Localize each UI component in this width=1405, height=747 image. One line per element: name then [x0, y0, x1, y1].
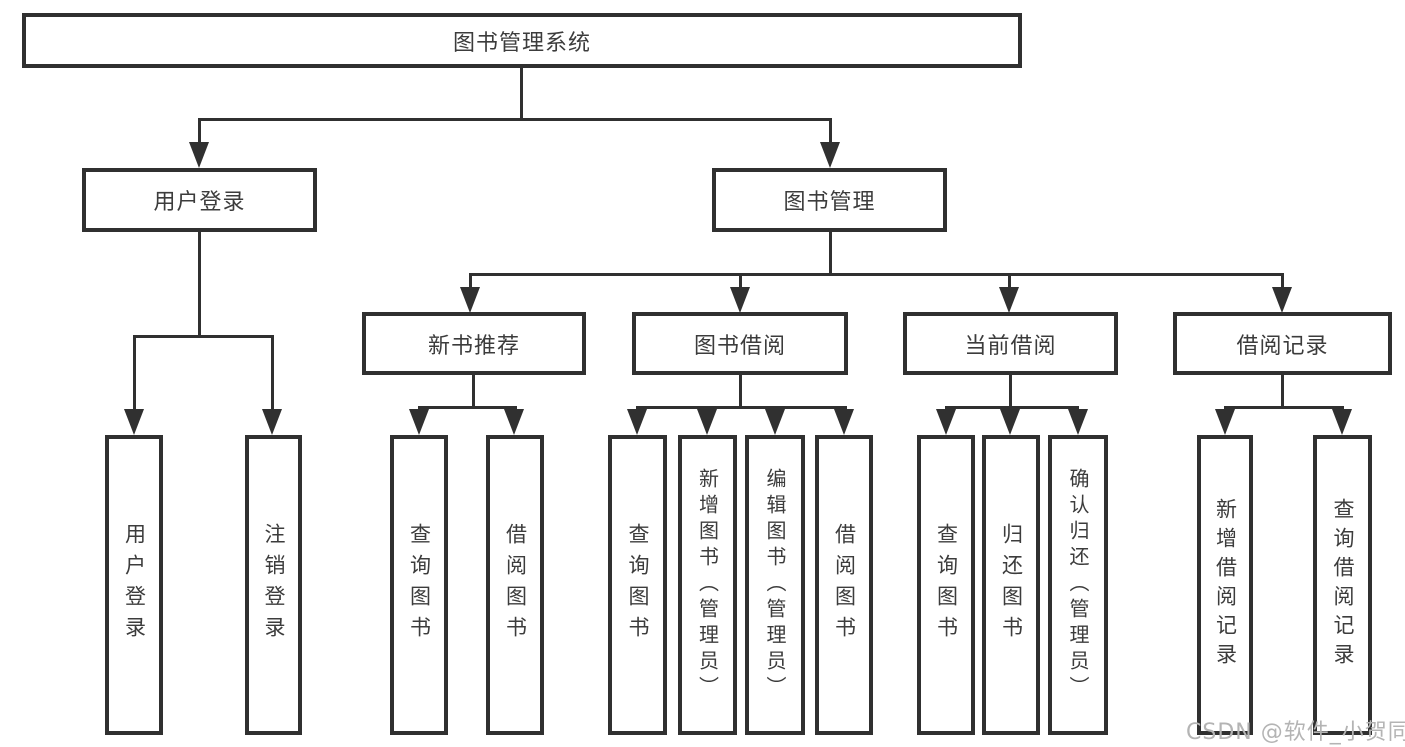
arrow-down-icon — [1068, 409, 1088, 435]
connector-to-borrow-records — [1281, 273, 1284, 289]
leaf-nb-query-books: 查询图书 — [390, 435, 448, 735]
arrow-down-icon — [460, 287, 480, 313]
arrow-down-icon — [504, 409, 524, 435]
arrow-down-icon — [262, 409, 282, 435]
csdn-watermark: CSDN @软件_小贺同学 — [1186, 720, 1405, 745]
arrow-down-icon — [409, 409, 429, 435]
arrow-down-icon — [999, 287, 1019, 313]
leaf-bb-edit-books-admin: 编辑图书（管理员） — [745, 435, 805, 735]
connector-user-login-bar — [133, 335, 274, 338]
connector-bb-bar — [636, 406, 847, 409]
node-current-borrow: 当前借阅 — [903, 312, 1118, 375]
leaf-nb-borrow-books: 借阅图书 — [486, 435, 544, 735]
leaf-cb-return-books: 归还图书 — [982, 435, 1040, 735]
connector-to-book-management — [829, 118, 832, 146]
arrow-down-icon — [1215, 409, 1235, 435]
arrow-down-icon — [189, 142, 209, 168]
leaf-cb-query-books: 查询图书 — [917, 435, 975, 735]
arrow-down-icon — [627, 409, 647, 435]
node-user-login: 用户登录 — [82, 168, 317, 232]
connector-to-user-login — [198, 118, 201, 146]
connector-book-mgmt-bar — [469, 273, 1284, 276]
connector-to-leaf-logout — [271, 335, 274, 413]
connector-nb-stem — [472, 375, 475, 409]
arrow-down-icon — [697, 409, 717, 435]
leaf-br-add-record: 新增借阅记录 — [1197, 435, 1253, 735]
leaf-logout: 注销登录 — [245, 435, 302, 735]
node-book-management: 图书管理 — [712, 168, 947, 232]
leaf-br-query-record: 查询借阅记录 — [1313, 435, 1372, 735]
connector-root-bar — [198, 118, 832, 121]
arrow-down-icon — [1332, 409, 1352, 435]
connector-root-stem — [520, 68, 523, 121]
leaf-bb-add-books-admin: 新增图书（管理员） — [678, 435, 737, 735]
arrow-down-icon — [820, 142, 840, 168]
arrow-down-icon — [936, 409, 956, 435]
connector-bb-stem — [739, 375, 742, 409]
arrow-down-icon — [1000, 409, 1020, 435]
connector-to-new-book-rec — [469, 273, 472, 289]
arrow-down-icon — [834, 409, 854, 435]
leaf-cb-confirm-return-admin: 确认归还（管理员） — [1048, 435, 1108, 735]
connector-nb-bar — [418, 406, 517, 409]
connector-user-login-stem — [198, 232, 201, 338]
connector-br-stem — [1281, 375, 1284, 409]
node-new-book-recommend: 新书推荐 — [362, 312, 586, 375]
connector-to-leaf-login — [133, 335, 136, 413]
arrow-down-icon — [730, 287, 750, 313]
arrow-down-icon — [765, 409, 785, 435]
connector-to-book-borrow — [739, 273, 742, 289]
connector-cb-stem — [1009, 375, 1012, 409]
connector-cb-bar — [945, 406, 1079, 409]
node-root: 图书管理系统 — [22, 13, 1022, 68]
leaf-user-login: 用户登录 — [105, 435, 163, 735]
leaf-bb-query-books: 查询图书 — [608, 435, 667, 735]
connector-to-current-borrow — [1008, 273, 1011, 289]
arrow-down-icon — [1272, 287, 1292, 313]
connector-book-mgmt-stem — [829, 232, 832, 276]
node-book-borrow: 图书借阅 — [632, 312, 848, 375]
node-borrow-records: 借阅记录 — [1173, 312, 1392, 375]
leaf-bb-borrow-books: 借阅图书 — [815, 435, 873, 735]
arrow-down-icon — [124, 409, 144, 435]
connector-br-bar — [1224, 406, 1344, 409]
